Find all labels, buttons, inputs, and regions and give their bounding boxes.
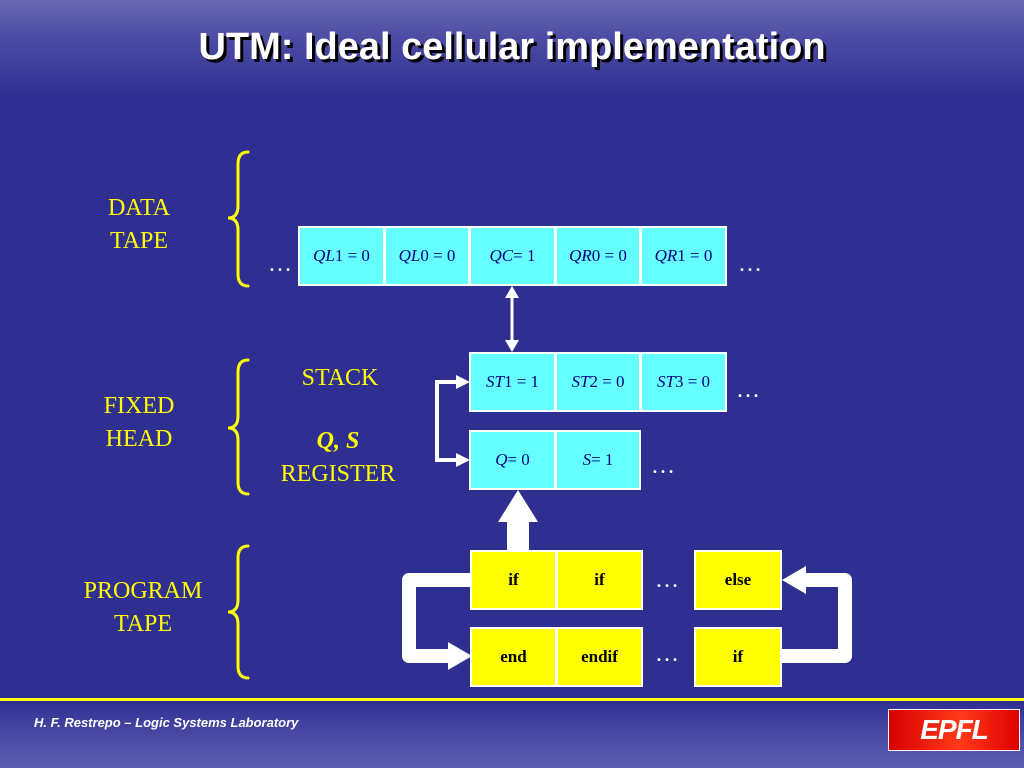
data-tape-left-ellipsis: …	[268, 251, 292, 277]
right-loop-arrow	[782, 573, 852, 663]
program-bottom-ellipsis: …	[655, 641, 679, 667]
register-label: Q, S REGISTER	[258, 425, 418, 491]
epfl-logo-text: EPFL	[920, 714, 989, 745]
stack-ellipsis: …	[736, 377, 760, 403]
program-tape-label: PROGRAM TAPE	[60, 575, 226, 641]
program-cell-top-1: if	[470, 550, 557, 610]
program-to-register-arrow	[498, 490, 538, 550]
footer-credit: H. F. Restrepo – Logic Systems Laborator…	[34, 715, 299, 730]
program-tape-label-line2: TAPE	[113, 611, 173, 637]
data-tape-cell-qc: QC = 1	[469, 226, 556, 286]
fixed-head-brace	[227, 358, 250, 496]
epfl-logo: EPFL	[888, 709, 1020, 751]
register-cell-q: Q = 0	[469, 430, 556, 490]
stack-register-connector	[435, 375, 470, 467]
register-vars: Q, S	[316, 428, 360, 454]
cell-var: QL	[313, 246, 335, 265]
footer-divider	[0, 698, 1024, 701]
register-word: REGISTER	[280, 461, 396, 487]
cell-var: QL	[398, 246, 421, 265]
data-tape-label-line1: DATA	[107, 195, 171, 221]
cell-var: QR	[569, 246, 592, 265]
program-top-ellipsis: …	[655, 567, 679, 593]
left-loop-arrowhead	[448, 642, 472, 670]
cell-rest: 1 = 1	[503, 372, 540, 391]
program-tape-brace	[227, 544, 250, 680]
data-tape-right-ellipsis: …	[738, 251, 762, 277]
program-cell-if-right: if	[694, 627, 782, 687]
data-tape-label-line2: TAPE	[109, 228, 169, 254]
cell-var: ST	[485, 372, 504, 391]
cell-var: Q	[495, 450, 508, 469]
title-bar	[0, 0, 1024, 96]
register-cell-s: S = 1	[555, 430, 641, 490]
cell-rest: = 1	[513, 246, 536, 265]
data-tape-label: DATA TAPE	[84, 192, 194, 258]
program-cell-else: else	[694, 550, 782, 610]
cell-rest: = 0	[507, 450, 530, 469]
cell-var: ST	[656, 372, 675, 391]
cell-rest: 1 = 0	[334, 246, 370, 265]
program-cell-top-2: if	[556, 550, 643, 610]
cell-rest: = 1	[591, 450, 614, 469]
cell-var: ST	[571, 372, 590, 391]
cell-rest: 0 = 0	[420, 246, 456, 265]
fixed-head-label-line1: FIXED	[103, 393, 175, 419]
cell-rest: 3 = 0	[674, 372, 711, 391]
program-cell-end: end	[470, 627, 557, 687]
right-loop-arrowhead	[782, 566, 806, 594]
register-ellipsis: …	[651, 453, 675, 479]
stack-label: STACK	[301, 365, 379, 391]
cell-rest: 0 = 0	[591, 246, 627, 265]
slide-title: UTM: Ideal cellular implementation	[198, 26, 826, 68]
fixed-head-label: FIXED HEAD	[84, 390, 194, 456]
tape-head-double-arrow	[505, 286, 519, 352]
cell-rest: 1 = 0	[677, 246, 713, 265]
cell-var: QR	[654, 246, 678, 265]
program-tape-label-line1: PROGRAM	[83, 578, 203, 604]
program-cell-endif: endif	[556, 627, 643, 687]
cell-var: QC	[489, 246, 514, 265]
cell-rest: 2 = 0	[589, 372, 625, 391]
data-tape-brace	[227, 150, 250, 288]
fixed-head-label-line2: HEAD	[105, 426, 173, 452]
left-loop-arrow	[402, 573, 470, 663]
footer-band	[0, 701, 1024, 768]
cell-var: S	[582, 450, 592, 469]
